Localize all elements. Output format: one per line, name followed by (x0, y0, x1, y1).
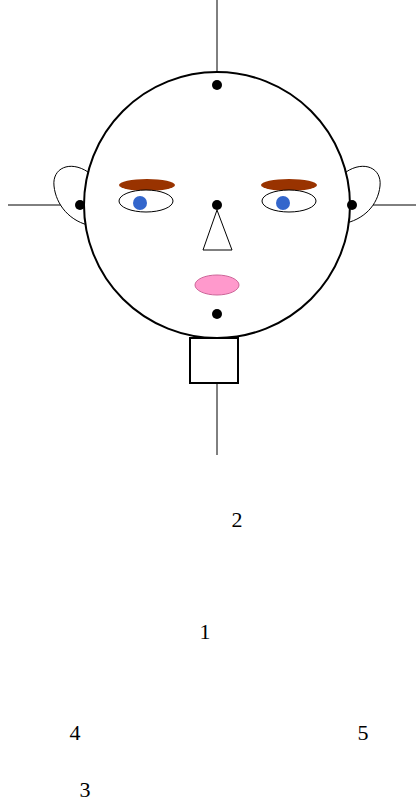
mouth (195, 275, 239, 295)
neck (190, 338, 238, 383)
point-dot (347, 200, 357, 210)
point-dot (212, 309, 222, 319)
pupil (276, 196, 290, 210)
callout-number: 1 (200, 621, 211, 643)
eyebrow (261, 179, 317, 191)
point-dot (75, 200, 85, 210)
eyebrow (119, 179, 175, 191)
callout-number: 2 (232, 509, 243, 531)
eye (262, 190, 316, 212)
point-dot (212, 80, 222, 90)
head-circle (84, 72, 350, 338)
eye (119, 190, 173, 212)
callout-number: 3 (80, 779, 91, 801)
callout-number: 5 (358, 722, 369, 744)
callout-number: 4 (70, 722, 81, 744)
point-dot (212, 200, 222, 210)
nose (203, 210, 232, 250)
pupil (133, 196, 147, 210)
